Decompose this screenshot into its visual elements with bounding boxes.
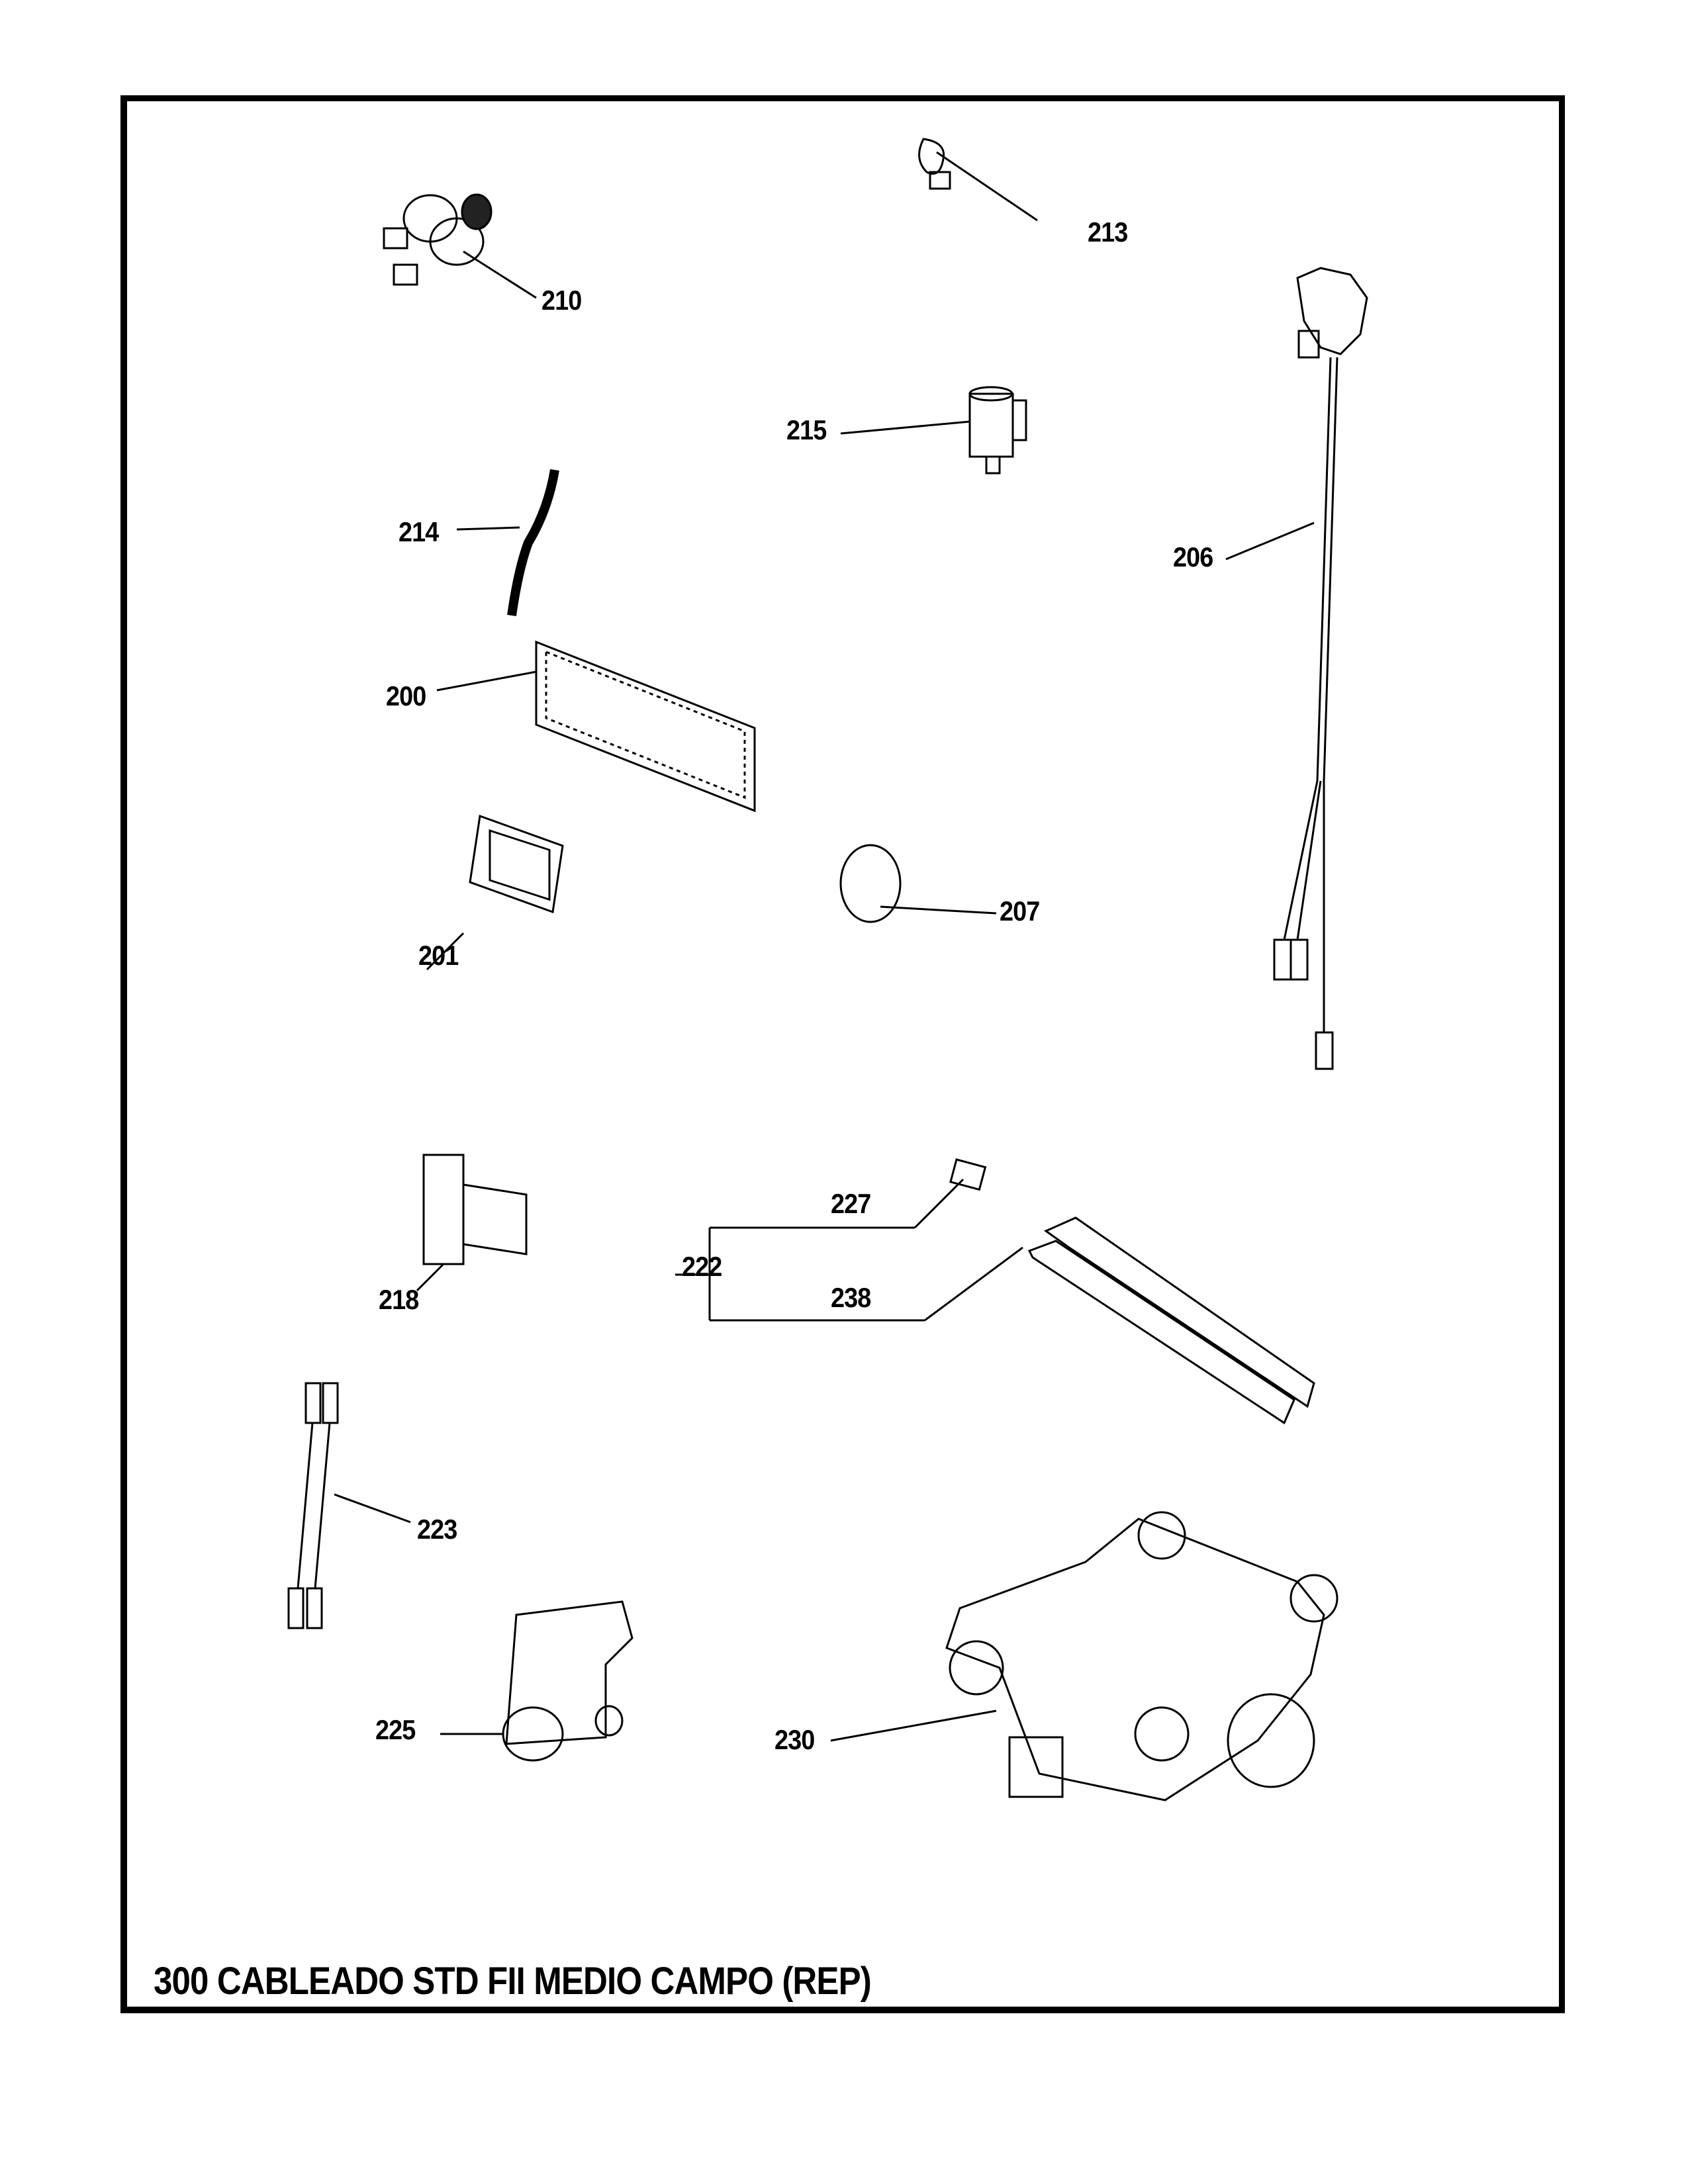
part-206-power-cord-drawing <box>1225 267 1368 1070</box>
callout-215[interactable]: 215 <box>786 414 827 445</box>
callout-227[interactable]: 227 <box>831 1188 871 1219</box>
part-218-door-lock-drawing <box>416 1154 528 1292</box>
callout-230[interactable]: 230 <box>774 1724 815 1755</box>
callout-222[interactable]: 222 <box>682 1251 722 1282</box>
part-215-capacitor-drawing <box>840 386 1027 475</box>
callout-213[interactable]: 213 <box>1088 216 1128 248</box>
part-225-drain-pump-drawing <box>440 1600 633 1762</box>
callout-223[interactable]: 223 <box>417 1514 457 1545</box>
callout-210[interactable]: 210 <box>541 285 582 316</box>
part-207-pressure-switch-drawing <box>839 844 997 923</box>
callout-206[interactable]: 206 <box>1173 541 1213 572</box>
part-213-clip-drawing <box>918 138 1038 222</box>
callout-218[interactable]: 218 <box>379 1284 419 1315</box>
callout-200[interactable]: 200 <box>386 680 426 711</box>
part-223-jumper-drawing <box>287 1382 411 1629</box>
callout-238[interactable]: 238 <box>831 1282 871 1313</box>
diagram-frame <box>120 95 1565 2013</box>
part-201-display-drawing <box>426 814 564 971</box>
diagram-title: 300 CABLEADO STD FII MEDIO CAMPO (REP) <box>154 1960 872 2003</box>
callout-207[interactable]: 207 <box>1000 895 1040 927</box>
callout-214[interactable]: 214 <box>399 516 439 547</box>
callout-201[interactable]: 201 <box>418 940 459 971</box>
callout-225[interactable]: 225 <box>375 1714 416 1745</box>
part-214-strap-drawing <box>456 469 559 616</box>
part-200-control-board-drawing <box>436 640 756 813</box>
part-210-valve-drawing <box>383 193 537 299</box>
part-222-heater-drawing <box>675 1158 1315 1425</box>
part-230-motor-drawing <box>830 1511 1338 1801</box>
